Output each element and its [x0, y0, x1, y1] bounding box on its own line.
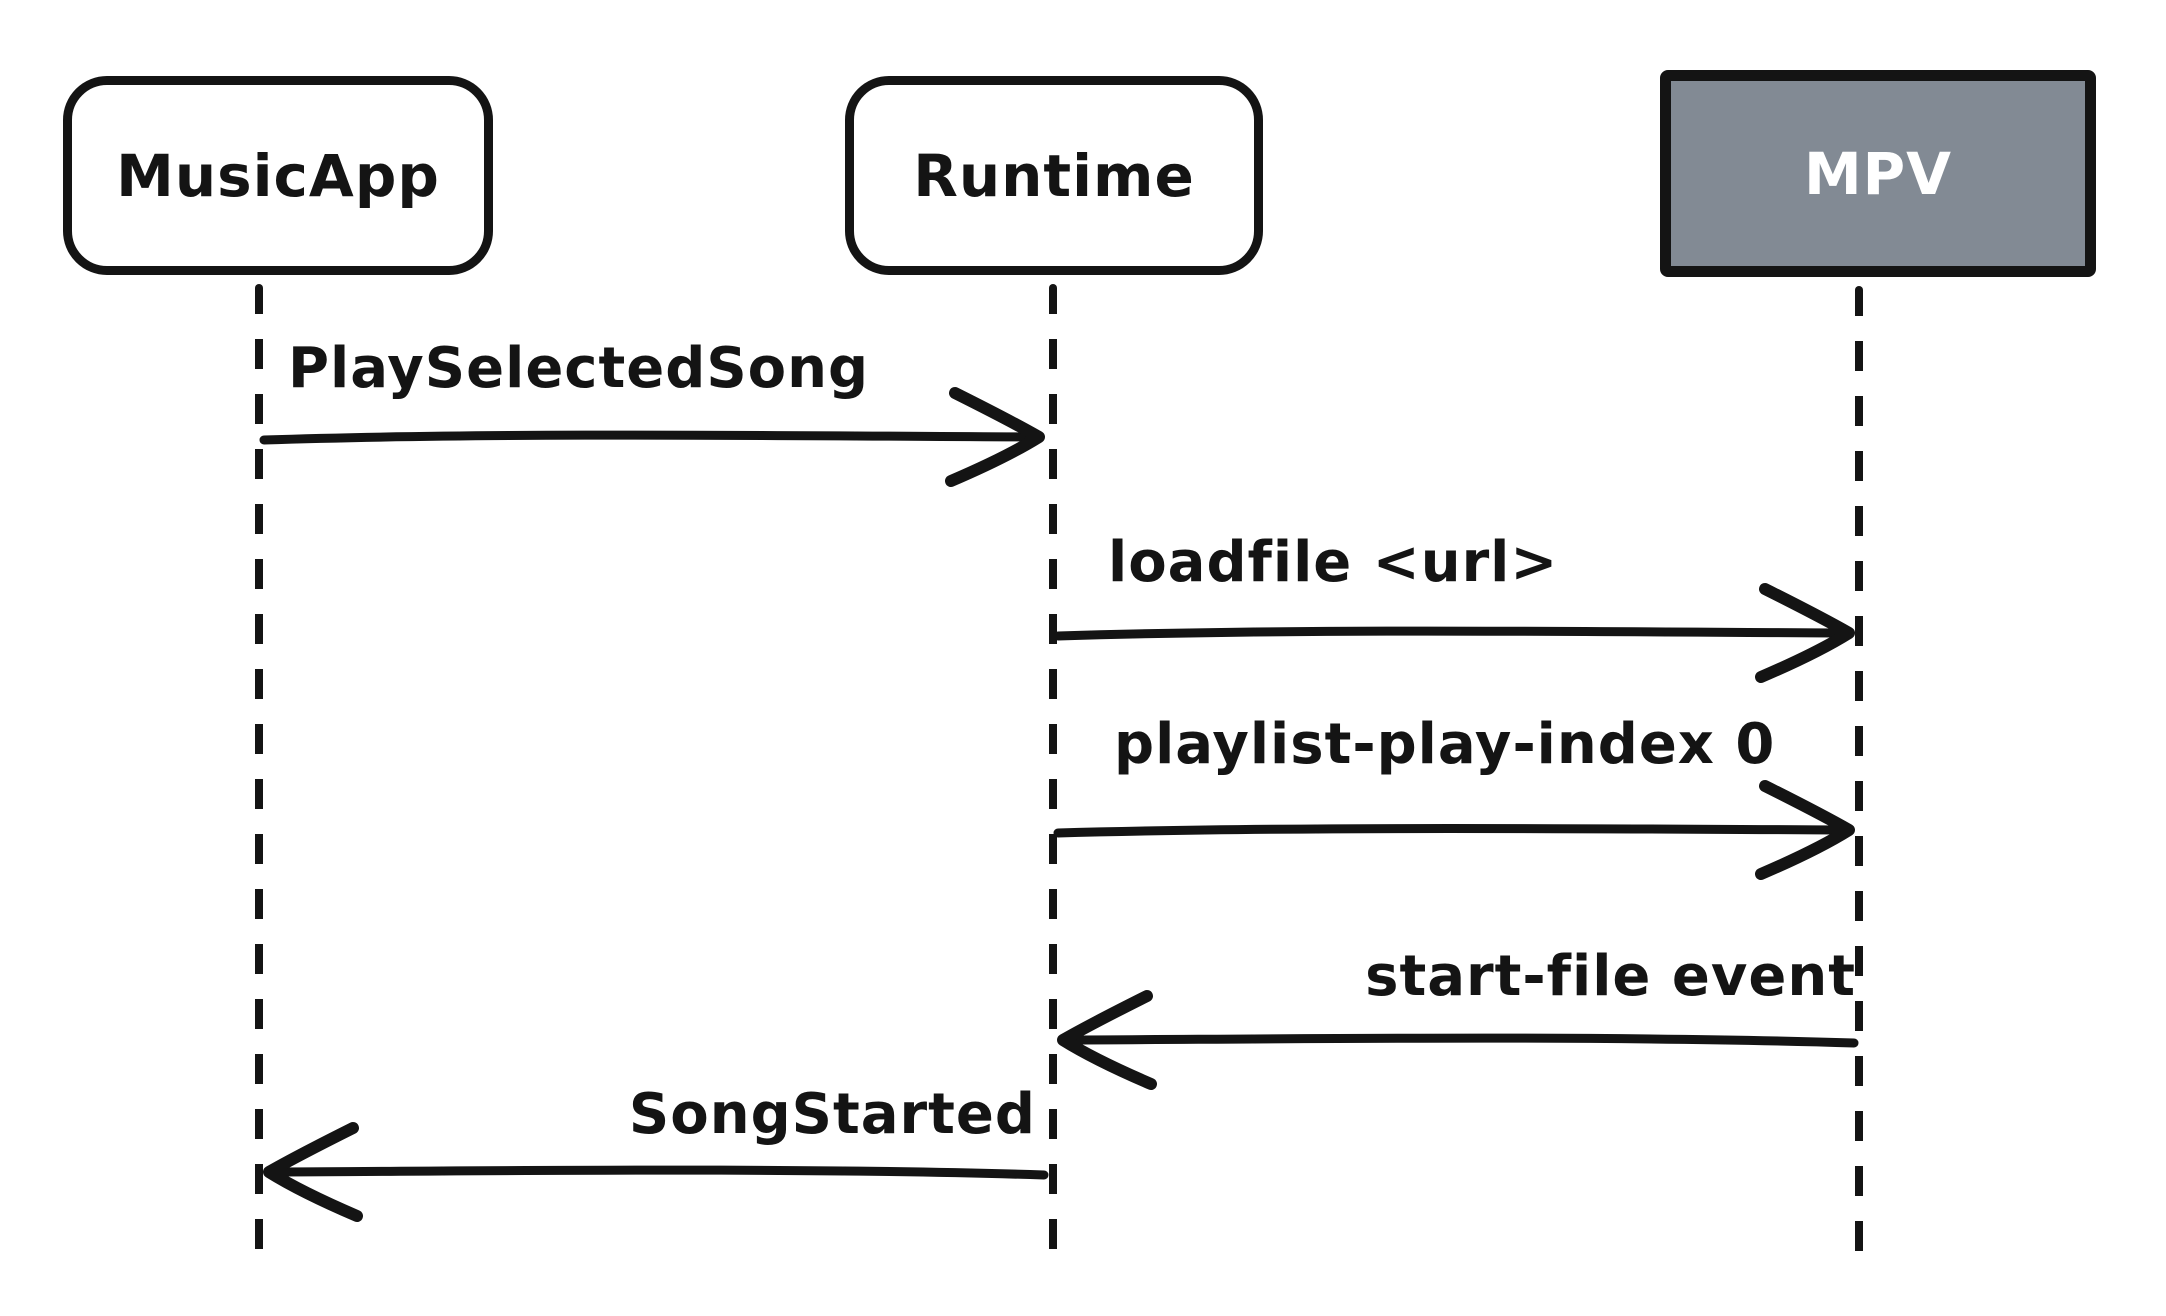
- message-label-start-file-event: start-file event: [1365, 944, 1856, 1009]
- actor-label-musicapp: MusicApp: [116, 141, 440, 210]
- arrow-left-icon: [263, 1122, 1049, 1222]
- actor-box-mpv: MPV: [1660, 70, 2096, 277]
- message-arrow-playselectedsong: [259, 377, 1049, 497]
- actor-box-runtime: Runtime: [845, 76, 1263, 275]
- lifeline-mpv: [1855, 286, 1863, 1258]
- lifeline-runtime: [1049, 284, 1057, 1258]
- actor-label-runtime: Runtime: [913, 141, 1195, 210]
- message-label-loadfile: loadfile <url>: [1108, 530, 1559, 595]
- actor-label-mpv: MPV: [1803, 139, 1953, 208]
- message-arrow-loadfile: [1053, 573, 1859, 693]
- arrow-right-icon: [1053, 583, 1855, 683]
- arrow-right-icon: [259, 387, 1045, 487]
- actor-box-musicapp: MusicApp: [63, 76, 493, 275]
- message-label-playlist-play-index: playlist-play-index 0: [1114, 712, 1776, 777]
- lifeline-musicapp: [255, 284, 263, 1258]
- message-label-playselectedsong: PlaySelectedSong: [288, 336, 870, 401]
- arrow-right-icon: [1053, 780, 1855, 880]
- message-arrow-songstarted: [259, 1112, 1049, 1232]
- message-arrow-playlist-play-index: [1053, 770, 1859, 890]
- arrow-left-icon: [1057, 990, 1859, 1090]
- message-label-songstarted: SongStarted: [628, 1082, 1036, 1147]
- message-arrow-start-file-event: [1053, 980, 1859, 1100]
